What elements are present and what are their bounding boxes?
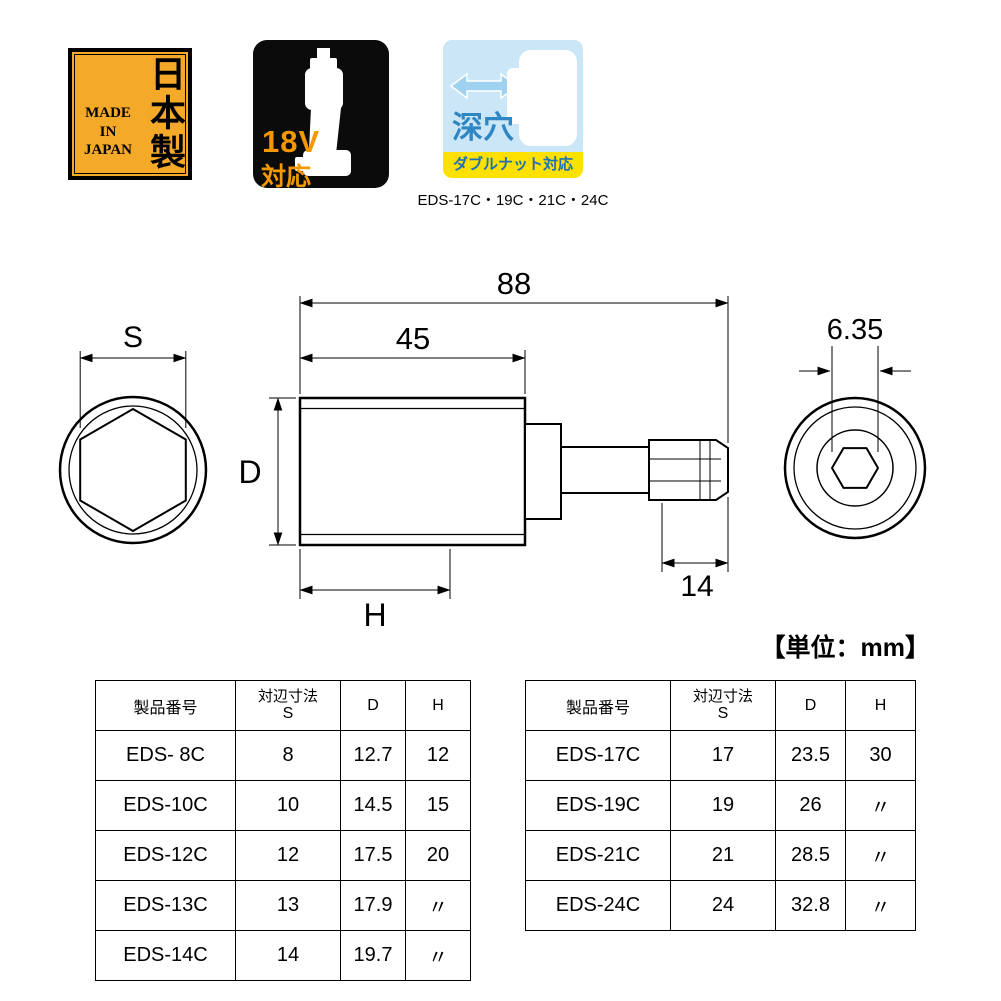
spec-table-right: 製品番号 対辺寸法 S D H EDS-17C 17 23.5 30 EDS-1… xyxy=(525,680,916,931)
cell-d: 14.5 xyxy=(340,780,406,831)
table-row: EDS- 8C 8 12.7 12 xyxy=(95,730,471,781)
made-in-japan-text: MADE IN JAPAN xyxy=(75,104,141,160)
applicable-models-note: EDS-17C・19C・21C・24C xyxy=(417,192,609,209)
cell-h: 30 xyxy=(845,730,916,781)
table-row: EDS-14C 14 19.7 〃 xyxy=(95,930,471,981)
dim-s xyxy=(79,351,187,428)
cell-d: 19.7 xyxy=(340,930,406,981)
made-in-japan-badge: MADE IN JAPAN 日本製 xyxy=(68,48,192,180)
col-header-s-bottom: S xyxy=(717,704,729,722)
table-header-row: 製品番号 対辺寸法 S D H xyxy=(525,680,916,731)
cell-s: 8 xyxy=(235,730,341,781)
cell-s: 17 xyxy=(670,730,776,781)
cell-product: EDS-12C xyxy=(95,830,236,881)
cell-d: 26 xyxy=(775,780,846,831)
col-header-s-top: 対辺寸法 xyxy=(257,687,318,705)
made-in-line: MADE IN xyxy=(85,104,131,140)
18v-compatible-badge: 18V 対応 xyxy=(253,40,389,191)
dim-label-depth: H xyxy=(363,597,386,633)
dim-label-diameter: D xyxy=(238,454,261,490)
dim-label-total-length: 88 xyxy=(497,266,531,301)
cell-s: 21 xyxy=(670,830,776,881)
cell-product: EDS-17C xyxy=(525,730,671,781)
dim-diameter xyxy=(269,397,296,546)
cell-h: 〃 xyxy=(845,830,916,881)
double-nut-banner: ダブルナット対応 xyxy=(443,152,583,178)
cell-s: 19 xyxy=(670,780,776,831)
cell-d: 12.7 xyxy=(340,730,406,781)
dim-label-shank: 14 xyxy=(680,570,713,603)
rear-view xyxy=(783,396,927,540)
18v-label: 18V xyxy=(262,124,321,159)
unit-label: 【単位：mm】 xyxy=(760,634,930,662)
cell-product: EDS-10C xyxy=(95,780,236,831)
col-header-s-top: 対辺寸法 xyxy=(692,687,753,705)
impact-driver-icon xyxy=(295,48,351,176)
deep-socket-icon xyxy=(507,50,577,146)
cell-s: 14 xyxy=(235,930,341,981)
dim-label-body-length: 45 xyxy=(396,321,430,356)
col-header-product: 製品番号 xyxy=(525,680,671,731)
front-view xyxy=(58,395,208,545)
col-header-h: H xyxy=(405,680,471,731)
table-row: EDS-13C 13 17.9 〃 xyxy=(95,880,471,931)
dim-body-length xyxy=(299,350,526,394)
dim-label-s: S xyxy=(123,321,143,354)
cell-product: EDS-24C xyxy=(525,880,671,931)
cell-product: EDS-13C xyxy=(95,880,236,931)
cell-h: 〃 xyxy=(845,780,916,831)
table-row: EDS-17C 17 23.5 30 xyxy=(525,730,916,781)
nihonsei-vertical-text: 日本製 xyxy=(145,55,185,172)
cell-h: 〃 xyxy=(405,880,471,931)
deep-hole-label: 深穴 xyxy=(452,110,514,145)
japan-line: JAPAN xyxy=(83,142,133,159)
dim-hex-drive xyxy=(799,346,911,452)
cell-d: 17.5 xyxy=(340,830,406,881)
cell-s: 12 xyxy=(235,830,341,881)
cell-h: 〃 xyxy=(845,880,916,931)
dim-shank xyxy=(661,497,729,572)
table-header-row: 製品番号 対辺寸法 S D H xyxy=(95,680,471,731)
cell-s: 13 xyxy=(235,880,341,931)
dim-total-length xyxy=(299,296,729,443)
col-header-d: D xyxy=(775,680,846,731)
table-row: EDS-21C 21 28.5 〃 xyxy=(525,830,916,881)
cell-product: EDS-19C xyxy=(525,780,671,831)
spec-table-left: 製品番号 対辺寸法 S D H EDS- 8C 8 12.7 12 EDS-10… xyxy=(95,680,471,981)
side-view xyxy=(298,396,729,547)
badge-inner-frame xyxy=(74,54,186,174)
col-header-h: H xyxy=(845,680,916,731)
dim-label-hex-drive: 6.35 xyxy=(827,314,883,346)
cell-d: 23.5 xyxy=(775,730,846,781)
col-header-s: 対辺寸法 S xyxy=(235,680,341,731)
cell-h: 20 xyxy=(405,830,471,881)
dim-depth xyxy=(299,549,451,599)
cell-d: 32.8 xyxy=(775,880,846,931)
table-row: EDS-19C 19 26 〃 xyxy=(525,780,916,831)
table-row: EDS-24C 24 32.8 〃 xyxy=(525,880,916,931)
cell-product: EDS-14C xyxy=(95,930,236,981)
cell-h: 15 xyxy=(405,780,471,831)
col-header-s-bottom: S xyxy=(282,704,294,722)
col-header-d: D xyxy=(340,680,406,731)
cell-h: 〃 xyxy=(405,930,471,981)
cell-product: EDS-21C xyxy=(525,830,671,881)
cell-d: 17.9 xyxy=(340,880,406,931)
col-header-product: 製品番号 xyxy=(95,680,236,731)
cell-h: 12 xyxy=(405,730,471,781)
col-header-s: 対辺寸法 S xyxy=(670,680,776,731)
table-row: EDS-12C 12 17.5 20 xyxy=(95,830,471,881)
cell-s: 10 xyxy=(235,780,341,831)
deep-socket-graphic xyxy=(449,50,577,146)
cell-d: 28.5 xyxy=(775,830,846,881)
table-row: EDS-10C 10 14.5 15 xyxy=(95,780,471,831)
18v-sub-label: 対応 xyxy=(261,163,312,191)
cell-product: EDS- 8C xyxy=(95,730,236,781)
cell-s: 24 xyxy=(670,880,776,931)
technical-drawing: S 88 45 D H xyxy=(58,266,927,633)
deep-socket-badge: 深穴 ダブルナット対応 xyxy=(443,40,583,178)
